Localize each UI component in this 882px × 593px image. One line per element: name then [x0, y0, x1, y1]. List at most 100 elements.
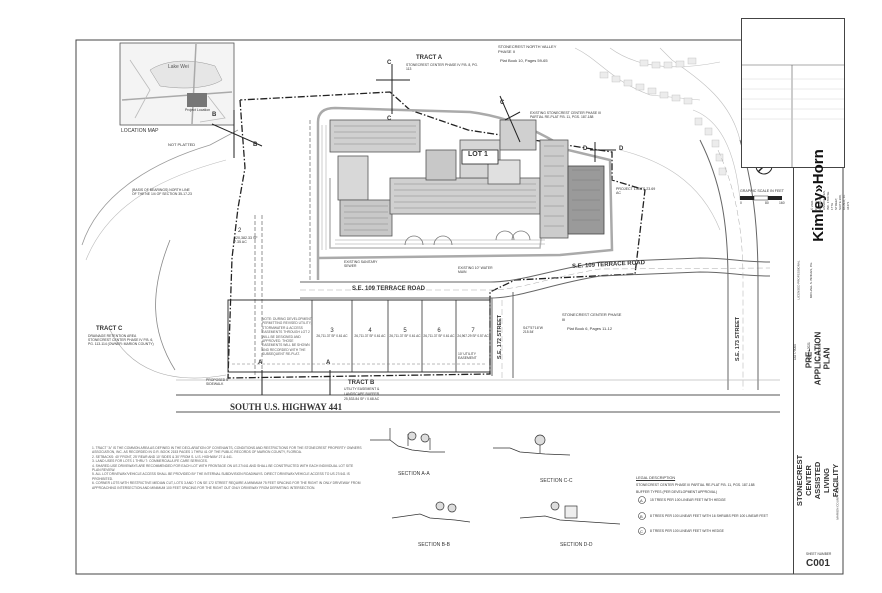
section-marker-d: D	[583, 146, 588, 152]
scale-tick-80: 80	[765, 201, 769, 205]
location-map	[119, 42, 235, 126]
existing-replat-label: EXISTING STONECREST CENTER PHASE III PAR…	[530, 111, 601, 119]
section-marker-a: A	[258, 360, 263, 366]
highway-label: SOUTH U.S. HIGHWAY 441	[230, 402, 343, 412]
sheet-number: C001	[806, 558, 830, 569]
lot1-label: LOT 1	[468, 151, 488, 158]
street-173-graphic	[699, 139, 759, 390]
utility-easement-label: 10' UTILITY EASEMENT	[458, 352, 477, 360]
water-main-label: EXISTING 10" WATER MAIN	[458, 266, 493, 274]
location-wrap: MARION COUNTY FLORIDA	[834, 470, 842, 530]
section-d-title: SECTION D-D	[560, 542, 593, 548]
lot1-label-box	[461, 149, 499, 165]
terrace-road-label: S.E. 109 TERRACE ROAD	[352, 286, 426, 292]
note-item: 6. CORNER LOTS WITH RESTRICTIVE MEDIAN C…	[92, 481, 361, 490]
note-item: 1. TRACT "A" IS THE COMMON AREA AS DEFIN…	[92, 446, 362, 455]
tract-b-desc2: LANDSCAPE BUFFER	[344, 392, 380, 396]
tract-b-desc1: UTILITY EASEMENT &	[344, 387, 380, 391]
project-location-label: Project Location	[185, 108, 211, 112]
general-notes: 1. TRACT "A" IS THE COMMON AREA AS DEFIN…	[92, 446, 362, 490]
project-location-marker	[187, 93, 207, 107]
section-marker-c3: C	[500, 100, 505, 106]
lot-number: 5	[403, 328, 407, 334]
engineer-name: MICHAEL S. BRIGGS, P.E.	[809, 261, 814, 299]
commercial-lots	[227, 299, 491, 373]
tract-b-desc3: 25,533.84 SF / 0.68 AC	[344, 397, 380, 401]
lot-number: 6	[437, 328, 441, 334]
section-b-title: SECTION B-B	[418, 542, 450, 548]
phase3-label: STONECREST CENTER PHASE III	[562, 312, 622, 322]
lot-area: 26,711.37 SF 0.61 AC	[316, 334, 348, 338]
legend-item-b: 8 TREES PER 100 LINEAR FEET WITH 16 SHRU…	[650, 514, 769, 518]
legend-key-c: C	[640, 529, 643, 534]
section-marker-c: C	[387, 60, 392, 66]
not-platted-label: NOT PLATTED	[168, 142, 196, 147]
lot-area: 26,711.37 SF 0.61 AC	[354, 334, 386, 338]
section-marker-b: B	[212, 112, 217, 118]
sidewalk-label: PROPOSED 5' SIDEWALK	[206, 378, 229, 386]
sheet-title-wrap: PRE-APPLICATION PLAN	[793, 298, 843, 418]
legend-circles	[638, 496, 646, 535]
phase3-plat: Plat Book 6, Pages 11-12	[567, 326, 613, 331]
tract-c-bank	[155, 239, 176, 371]
section-marker-b2: B	[253, 142, 258, 148]
north-valley-label: STONECREST NORTH VALLEY PHASE II	[498, 44, 557, 54]
section-details	[370, 428, 621, 525]
legend-title: LEGAL DESCRIPTION	[636, 476, 676, 480]
lot1-site-plan	[316, 106, 614, 280]
company-address: © 2021 KIMLEY-HORN AND ASSOCIATES, INC. …	[810, 190, 850, 210]
sanitary-label: EXISTING SANITARY SEWER	[344, 260, 378, 268]
section-c-title: SECTION C-C	[540, 478, 573, 484]
bearings-label: (BASIS OF BEARINGS) NORTH LINE OF THE NE…	[132, 188, 192, 196]
lot2-number: 2	[238, 228, 242, 234]
sheet-number-label: SHEET NUMBER	[806, 552, 832, 556]
neighborhood-houses	[599, 57, 727, 176]
project-boundary	[227, 91, 646, 379]
section-marker-c2: C	[387, 116, 392, 122]
note-item: 4. SHARED-USE DRIVEWAYS ARE RECOMMENDED …	[92, 463, 354, 473]
scale-tick-160: 160	[779, 201, 785, 205]
legend-key-b: B	[640, 514, 643, 519]
company-address-wrap: © 2021 KIMLEY-HORN AND ASSOCIATES, INC. …	[810, 160, 850, 240]
title-block	[741, 18, 845, 574]
legend-key-a: A	[640, 498, 643, 503]
legend-desc: STONECREST CENTER PHASE III PARTIAL RE-P…	[636, 483, 755, 487]
license-label: LICENSED PROFESSIONAL	[796, 260, 801, 300]
project-location: MARION COUNTY FLORIDA	[836, 480, 840, 520]
graphic-scale	[740, 195, 782, 201]
section-cut-markers	[211, 64, 616, 395]
scale-tick-0: 0	[740, 201, 742, 205]
north-valley-plat: Plat Book 10, Pages 59-65	[500, 58, 548, 63]
lot-area: 24,967.29 SF 0.57 AC	[457, 334, 489, 338]
legend-buffer-title: BUFFER TYPES (PER DEVELOPMENT APPROVAL)	[636, 490, 718, 494]
legend-item-c: 8 TREES PER 100 LINEAR FEET WITH HEDGE	[650, 529, 724, 533]
street-172-graphic	[491, 292, 514, 378]
note-item: 2. SETBACKS: 40' FRONT, 25' REAR AND 10'…	[92, 454, 233, 459]
street-173-label: S.E. 173 STREET	[735, 316, 742, 362]
tract-c-name: TRACT C	[96, 326, 123, 332]
lot2-area: 320,382.33 SF 7.35 AC	[234, 236, 258, 244]
sheet-title: PRE-APPLICATION PLAN	[804, 331, 832, 385]
street-172-label: S.E. 172 STREET	[497, 314, 504, 360]
lot-area: 26,711.37 SF 0.61 AC	[389, 334, 421, 338]
section-a-title: SECTION A-A	[398, 471, 430, 477]
lot-number: 7	[471, 328, 475, 334]
project-limits-label: PROJECT LIMITS 23.69 AC	[616, 187, 656, 195]
note-item: 3. LAND USES FOR LOTS 1 THRU 7: COMMERCI…	[92, 459, 208, 464]
legend-item-a: 15 TREES PER 100 LINEAR FEET WITH HEDGE	[650, 498, 726, 502]
tract-c-desc: DRAINAGE RETENTION AREA STONECREST CENTE…	[88, 334, 154, 346]
scale-title: GRAPHIC SCALE IN FEET	[740, 189, 784, 193]
tract-a-name: TRACT A	[416, 55, 443, 61]
development-note: NOTE: DURING DEVELOPMENT PERMITTING REVI…	[262, 317, 312, 357]
lot-area: 26,711.37 SF 0.61 AC	[423, 334, 455, 338]
tract-b-name: TRACT B	[348, 380, 375, 386]
tract-a-desc: STONECREST CENTER PHASE IV P.B. 8, PG. 1…	[406, 63, 478, 71]
lot-number: 4	[368, 328, 372, 334]
